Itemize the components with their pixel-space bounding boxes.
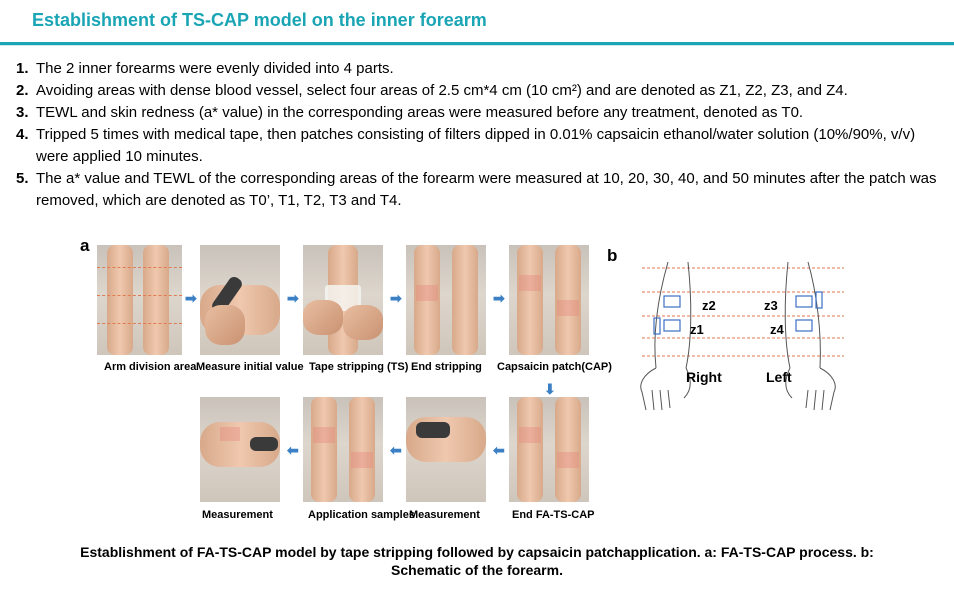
step-number: 4. [16, 126, 29, 143]
zone-z1-label: z1 [690, 322, 704, 337]
arrow-down-icon: ⬇ [544, 381, 556, 397]
arrow-right-icon: ➡ [185, 290, 197, 306]
arrow-right-icon: ➡ [287, 290, 299, 306]
step-item: 4. Tripped 5 times with medical tape, the… [16, 124, 941, 168]
zone-z4-label: z4 [770, 322, 785, 337]
label-end-stripping: End stripping [411, 361, 482, 373]
step-item: 5. The a* value and TEWL of the correspon… [16, 168, 941, 212]
step-number: 3. [16, 104, 29, 121]
step-item: 3. TEWL and skin redness (a* value) in th… [16, 102, 941, 124]
title-divider [0, 42, 954, 45]
step-text: Avoiding areas with dense blood vessel, … [36, 82, 848, 99]
photo-arm-division [97, 245, 182, 355]
panel-b-letter: b [607, 246, 618, 265]
photo-measurement-final [200, 397, 280, 502]
zone-boxes [653, 291, 823, 335]
step-item: 1. The 2 inner forearms were evenly divid… [16, 58, 941, 80]
photo-measure-initial [200, 245, 280, 355]
photo-capsaicin-patch [509, 245, 589, 355]
label-arm-division: Arm division area [104, 361, 197, 373]
right-arm-label: Right [686, 369, 722, 385]
step-text: The a* value and TEWL of the correspondi… [36, 170, 937, 209]
page-title: Establishment of TS-CAP model on the inn… [32, 10, 487, 30]
arrow-right-icon: ➡ [390, 290, 402, 306]
arrow-right-icon: ➡ [493, 290, 505, 306]
zone-z3-label: z3 [764, 298, 778, 313]
photo-measurement [406, 397, 486, 502]
photo-end-fa-ts-cap [509, 397, 589, 502]
figure-caption: Establishment of FA-TS-CAP model by tape… [80, 544, 874, 578]
step-item: 2. Avoiding areas with dense blood vessel… [16, 80, 941, 102]
step-text: TEWL and skin redness (a* value) in the … [36, 104, 804, 121]
title-divider-shadow [0, 45, 954, 46]
procedure-steps: 1. The 2 inner forearms were evenly divid… [16, 58, 941, 212]
division-lines [642, 267, 844, 357]
label-measure-initial: Measure initial value [196, 361, 304, 373]
label-measurement: Measurement [409, 509, 480, 521]
step-text: The 2 inner forearms were evenly divided… [36, 60, 394, 77]
arrow-left-icon: ⬅ [287, 442, 299, 458]
photo-tape-stripping [303, 245, 383, 355]
zone-z2-label: z2 [702, 298, 716, 313]
panel-a-letter: a [80, 236, 90, 255]
label-capsaicin-patch: Capsaicin patch(CAP) [497, 361, 612, 373]
photo-application-samples [303, 397, 383, 502]
label-end-fa-ts-cap: End FA-TS-CAP [512, 509, 595, 521]
label-tape-stripping: Tape stripping (TS) [309, 361, 409, 373]
photo-end-stripping [406, 245, 486, 355]
label-application-samples: Application samples [308, 509, 415, 521]
forearm-outlines [654, 261, 821, 369]
arrow-left-icon: ⬅ [493, 442, 505, 458]
arrow-left-icon: ⬅ [390, 442, 402, 458]
left-arm-label: Left [766, 369, 792, 385]
step-number: 1. [16, 60, 29, 77]
step-number: 5. [16, 170, 29, 187]
step-text: Tripped 5 times with medical tape, then … [36, 126, 916, 165]
forearm-schematic: z2 z1 z3 z4 Right Left [640, 261, 844, 411]
label-measurement-final: Measurement [202, 509, 273, 521]
step-number: 2. [16, 82, 29, 99]
hand-outlines [640, 367, 836, 411]
